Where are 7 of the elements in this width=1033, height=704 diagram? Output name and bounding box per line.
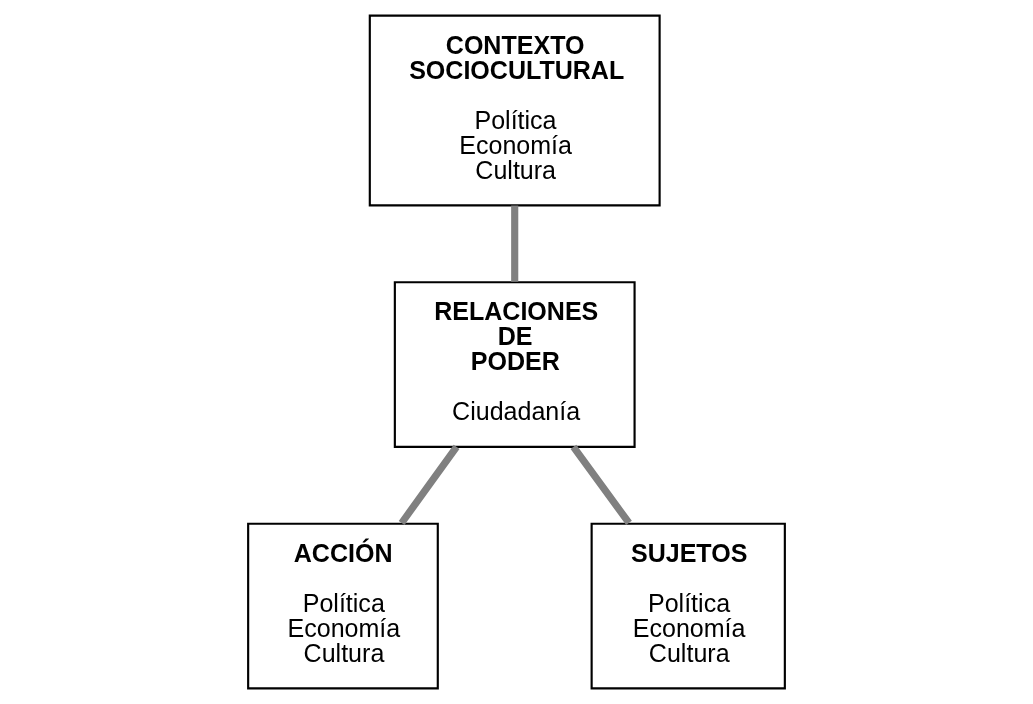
connector [570, 444, 632, 526]
connector [511, 205, 519, 282]
node-box: RELACIONES DE PODER Ciudadanía [393, 281, 636, 448]
connector [398, 444, 460, 526]
node-box: ACCIÓN Política Economía Cultura [247, 522, 439, 690]
node-box: SUJETOS Política Economía Cultura [590, 522, 786, 690]
node-box: CONTEXTO SOCIOCULTURAL Política Economía Cultura [368, 14, 661, 207]
